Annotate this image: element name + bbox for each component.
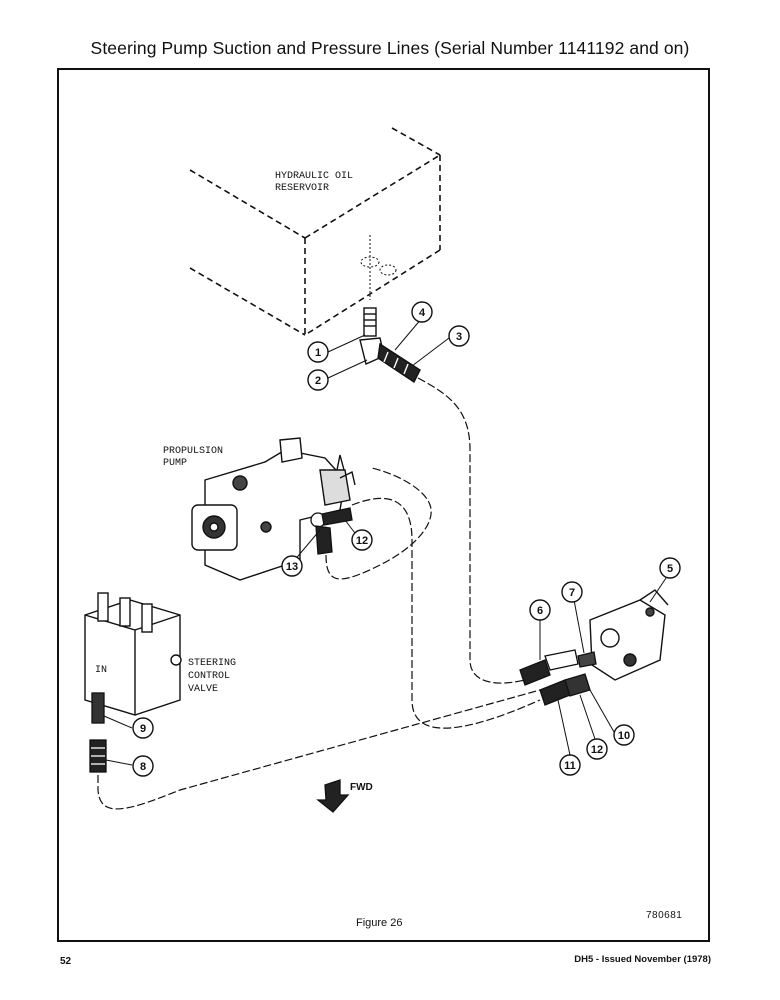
reservoir-label-line2: RESERVOIR — [275, 183, 329, 194]
fwd-arrow-icon — [316, 779, 350, 813]
suction-fitting — [359, 307, 421, 384]
reservoir-outline — [189, 127, 441, 336]
pump-pressure-line-a — [351, 497, 541, 729]
callout-3: 3 — [456, 331, 462, 343]
callout-4: 4 — [419, 307, 426, 319]
steering-pump — [589, 589, 669, 681]
drawing-number: 780681 — [646, 910, 683, 921]
pump-pressure-line-b — [325, 467, 432, 580]
valve-label-line3: VALVE — [188, 684, 218, 695]
callout-5: 5 — [667, 563, 673, 575]
callout-8: 8 — [140, 761, 146, 773]
valve-in-label: IN — [95, 665, 107, 676]
reservoir-port — [360, 235, 397, 300]
document-issue: DH5 - Issued November (1978) — [574, 954, 711, 965]
pump-label-line1: PROPULSION — [163, 446, 223, 457]
callout-10: 10 — [618, 730, 630, 742]
figure-caption: Figure 26 — [356, 917, 403, 929]
reservoir-label-line1: HYDRAULIC OIL — [275, 171, 353, 182]
page-title: Steering Pump Suction and Pressure Lines… — [90, 38, 690, 58]
valve-label-line2: CONTROL — [188, 671, 230, 682]
callout-1: 1 — [315, 347, 321, 359]
callout-13: 13 — [286, 561, 298, 573]
callout-7: 7 — [569, 587, 575, 599]
pump-outlet-fitting — [310, 507, 353, 555]
valve-return-line — [97, 689, 541, 810]
figure-frame — [57, 68, 710, 942]
fwd-label: FWD — [350, 782, 373, 793]
page-number: 52 — [60, 956, 72, 967]
leader-lines — [103, 317, 667, 766]
suction-line — [417, 377, 526, 684]
callout-12-steering: 12 — [591, 744, 603, 756]
callout-2: 2 — [315, 375, 321, 387]
steering-control-valve — [84, 592, 182, 716]
valve-label-line1: STEERING — [188, 658, 236, 669]
steering-pump-fittings — [519, 649, 597, 706]
callout-12-pump: 12 — [356, 535, 368, 547]
callout-9: 9 — [140, 723, 146, 735]
valve-fittings — [89, 692, 107, 773]
callout-circles — [132, 301, 681, 777]
callout-6: 6 — [537, 605, 543, 617]
propulsion-pump — [191, 437, 356, 581]
callout-11: 11 — [564, 760, 576, 772]
pump-label-line2: PUMP — [163, 458, 187, 469]
